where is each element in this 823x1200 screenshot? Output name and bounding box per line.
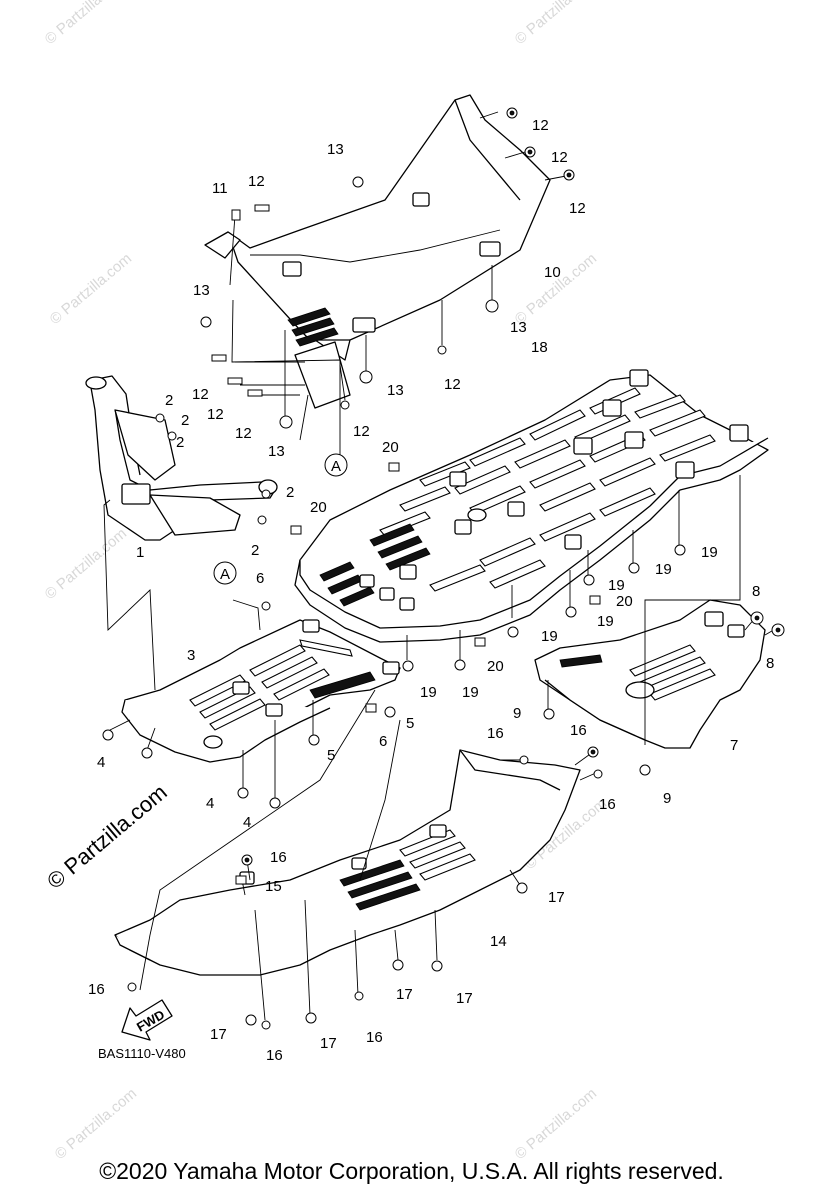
- callout-4: 4: [97, 754, 105, 771]
- callout-17: 17: [548, 889, 565, 906]
- watermark: © Partzilla.com: [512, 250, 600, 328]
- leader-lines: [103, 111, 778, 1021]
- callout-12: 12: [235, 425, 252, 442]
- callout-12: 12: [353, 423, 370, 440]
- watermark: © Partzilla.com: [47, 250, 135, 328]
- copyright-text: ©2020 Yamaha Motor Corporation, U.S.A. A…: [99, 1158, 724, 1184]
- part-3-plate: [121, 619, 401, 763]
- part-7-guard: [534, 599, 766, 749]
- callout-12: 12: [551, 149, 568, 166]
- reference-markers: A A: [213, 453, 348, 585]
- callout-16: 16: [366, 1029, 383, 1046]
- fasteners: [102, 107, 785, 1030]
- callout-2: 2: [165, 392, 173, 409]
- callout-11: 11: [212, 180, 228, 197]
- part-3-ribs: [189, 639, 353, 731]
- diagram-code: BAS1110-V480: [98, 1046, 186, 1061]
- watermark: © Partzilla.com: [512, 0, 600, 48]
- callout-20: 20: [616, 593, 633, 610]
- callout-12: 12: [248, 173, 265, 190]
- part-18-bosses: [359, 369, 749, 611]
- callout-2: 2: [251, 542, 259, 559]
- callouts: 1 2 2 2 2 2 3 4 4 4 5 5 6 6 7 8 8 9 9 10…: [88, 117, 774, 1064]
- callout-19: 19: [701, 544, 718, 561]
- callout-17: 17: [396, 986, 413, 1003]
- part-14-plate: [114, 749, 581, 976]
- watermark: © Partzilla.com: [42, 525, 130, 603]
- callout-16: 16: [487, 725, 504, 742]
- callout-19: 19: [541, 628, 558, 645]
- callout-12: 12: [207, 406, 224, 423]
- callout-13: 13: [268, 443, 285, 460]
- callout-1: 1: [136, 544, 144, 561]
- callout-9: 9: [513, 705, 521, 722]
- callout-16: 16: [88, 981, 105, 998]
- callout-17: 17: [456, 990, 473, 1007]
- callout-6: 6: [379, 733, 387, 750]
- part-14-ribs: [339, 829, 476, 911]
- callout-12: 12: [569, 200, 586, 217]
- part-1-bumper: [85, 375, 278, 541]
- callout-19: 19: [597, 613, 614, 630]
- callout-20: 20: [487, 658, 504, 675]
- callout-7: 7: [730, 737, 738, 754]
- watermark: © Partzilla.com: [42, 0, 130, 48]
- callout-4: 4: [206, 795, 214, 812]
- watermark-large: © Partzilla.com: [42, 779, 172, 893]
- callout-8: 8: [766, 655, 774, 672]
- callout-16: 16: [599, 796, 616, 813]
- ref-marker-a: A: [331, 458, 341, 475]
- callout-20: 20: [310, 499, 327, 516]
- part-18-black-ribs: [319, 523, 431, 607]
- callout-17: 17: [320, 1035, 337, 1052]
- part-10-guard: [204, 94, 551, 409]
- callout-18: 18: [531, 339, 548, 356]
- part-18-skid-plate: [294, 369, 769, 643]
- callout-16: 16: [270, 849, 287, 866]
- callout-15: 15: [265, 878, 282, 895]
- callout-20: 20: [382, 439, 399, 456]
- callout-12: 12: [532, 117, 549, 134]
- callout-10: 10: [544, 264, 561, 281]
- watermark: © Partzilla.com: [52, 1085, 140, 1163]
- callout-2: 2: [181, 412, 189, 429]
- callout-13: 13: [193, 282, 210, 299]
- callout-14: 14: [490, 933, 507, 950]
- callout-19: 19: [655, 561, 672, 578]
- callout-6: 6: [256, 570, 264, 587]
- callout-4: 4: [243, 814, 251, 831]
- part-10-ribs: [287, 307, 339, 347]
- callout-2: 2: [286, 484, 294, 501]
- callout-19: 19: [462, 684, 479, 701]
- callout-13: 13: [510, 319, 527, 336]
- callout-12: 12: [444, 376, 461, 393]
- callout-16: 16: [266, 1047, 283, 1064]
- callout-19: 19: [420, 684, 437, 701]
- callout-17: 17: [210, 1026, 227, 1043]
- callout-12: 12: [192, 386, 209, 403]
- fwd-arrow: FWD: [121, 999, 173, 1041]
- ref-marker-a: A: [220, 566, 230, 583]
- callout-3: 3: [187, 647, 195, 664]
- callout-5: 5: [327, 747, 335, 764]
- callout-9: 9: [663, 790, 671, 807]
- callout-13: 13: [327, 141, 344, 158]
- callout-13: 13: [387, 382, 404, 399]
- watermark: © Partzilla.com: [512, 1085, 600, 1163]
- callout-2: 2: [176, 434, 184, 451]
- callout-16: 16: [570, 722, 587, 739]
- callout-19: 19: [608, 577, 625, 594]
- callout-8: 8: [752, 583, 760, 600]
- callout-5: 5: [406, 715, 414, 732]
